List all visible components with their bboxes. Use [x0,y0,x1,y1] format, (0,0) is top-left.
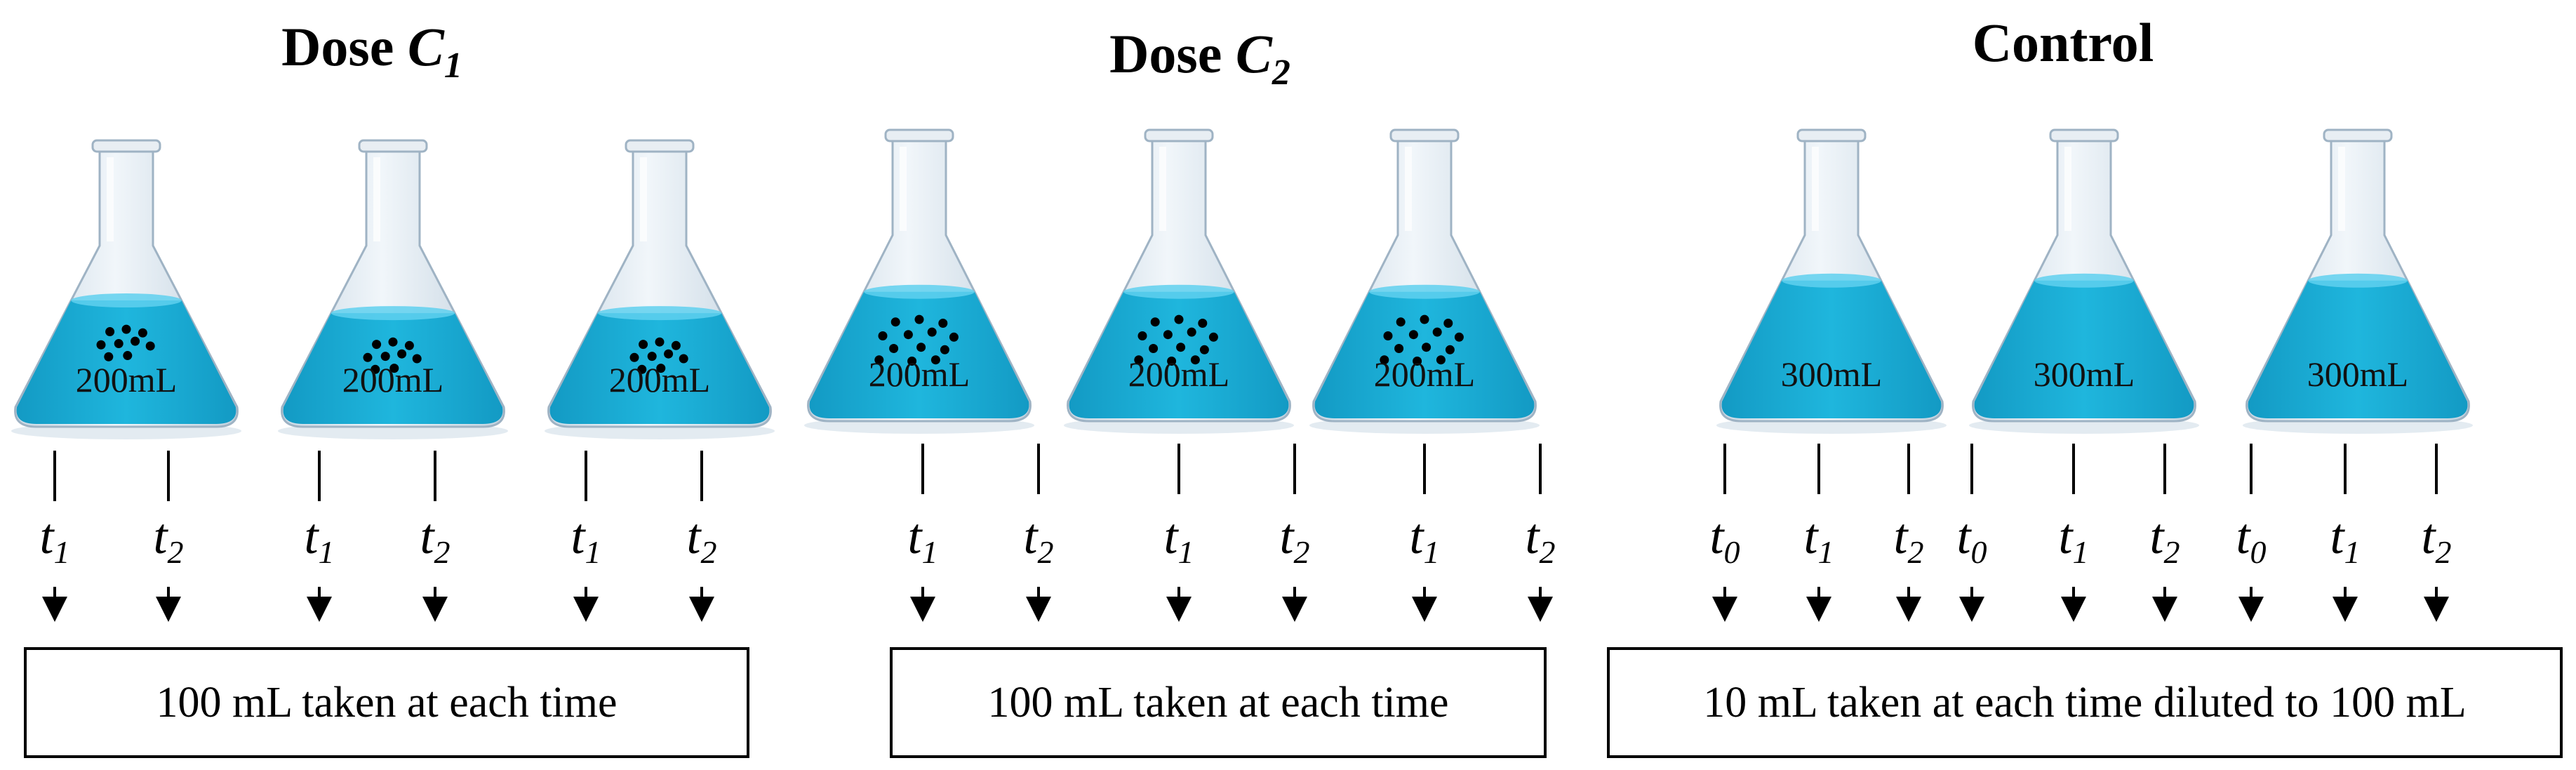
sampling-line [2250,444,2253,494]
sampling-line [1907,444,1910,494]
sampling-line [2344,444,2347,494]
time-point-label: t2 [1023,508,1054,570]
group-title-dose-c2: Dose C2 [1109,23,1290,93]
sampling-line [434,451,436,501]
sampling-line [1293,444,1296,494]
time-point-label: t2 [1525,508,1556,570]
erlenmeyer-flask: 200mL [545,139,775,439]
sampling-line [2163,444,2166,494]
particle-cluster [363,337,422,374]
flask-layer: 200mL 200mL 200mL 200mL 200mL 200mL 300mL 300mL… [11,128,2473,439]
time-point-label: t0 [2236,508,2267,570]
sampling-line [1539,444,1542,494]
time-point-label: t1 [907,508,938,570]
sampling-line [2072,444,2075,494]
time-point-label: t1 [1409,508,1440,570]
sampling-line [585,451,587,501]
time-point-label: t1 [1803,508,1834,570]
flask-volume-label: 300mL [1781,354,1882,394]
time-point-label: t1 [2058,508,2089,570]
particle-cluster [96,324,155,361]
particle-cluster [874,314,959,366]
flask-volume-label: 300mL [2034,354,2135,394]
sampling-line [1037,444,1040,494]
erlenmeyer-flask: 200mL [1064,128,1294,434]
time-point-label: t2 [1279,508,1310,570]
particle-cluster [1134,314,1218,366]
time-point-label: t0 [1956,508,1987,570]
particle-cluster [1380,314,1464,366]
group-title-dose-c1: Dose C1 [281,16,462,86]
sampling-note-text: 10 mL taken at each time diluted to 100 … [1703,678,2467,726]
erlenmeyer-flask: 300mL [2243,128,2473,434]
time-point-label: t2 [153,508,184,570]
group-title-control: Control [1972,12,2154,73]
time-point-label: t2 [420,508,451,570]
time-point-label: t1 [304,508,335,570]
flask-volume-label: 200mL [1128,354,1229,394]
sampling-line [1723,444,1726,494]
time-point-label: t1 [570,508,601,570]
time-point-label: t1 [2330,508,2361,570]
sampling-note-dose-c2: 100 mL taken at each time [890,647,1547,758]
erlenmeyer-flask: 200mL [278,139,508,439]
sampling-line [1970,444,1973,494]
sampling-line [1423,444,1426,494]
flask-volume-label: 200mL [869,354,970,394]
flask-volume-label: 200mL [609,360,710,399]
erlenmeyer-flask: 200mL [11,139,241,439]
sampling-line [167,451,170,501]
sampling-line [318,451,321,501]
particle-cluster [629,337,688,374]
time-point-label: t2 [686,508,717,570]
sampling-line [921,444,924,494]
sampling-note-control: 10 mL taken at each time diluted to 100 … [1607,647,2563,758]
time-point-label: t1 [1163,508,1194,570]
flask-volume-label: 200mL [76,360,177,399]
time-point-label: t2 [1893,508,1924,570]
sampling-line [2435,444,2438,494]
sampling-line [53,451,56,501]
sampling-note-text: 100 mL taken at each time [987,678,1449,726]
flask-volume-label: 200mL [342,360,443,399]
flask-volume-label: 300mL [2307,354,2408,394]
time-point-label: t2 [2421,508,2452,570]
erlenmeyer-flask: 200mL [1309,128,1540,434]
time-point-label: t2 [2149,508,2180,570]
erlenmeyer-flask: 300mL [1716,128,1947,434]
sampling-line [1817,444,1820,494]
sampling-note-dose-c1: 100 mL taken at each time [24,647,749,758]
sampling-note-text: 100 mL taken at each time [156,678,618,726]
flask-volume-label: 200mL [1374,354,1475,394]
erlenmeyer-flask: 200mL [804,128,1034,434]
time-point-label: t1 [39,508,70,570]
sampling-line [700,451,703,501]
time-point-label: t0 [1709,508,1740,570]
sampling-line [1177,444,1180,494]
erlenmeyer-flask: 300mL [1969,128,2199,434]
